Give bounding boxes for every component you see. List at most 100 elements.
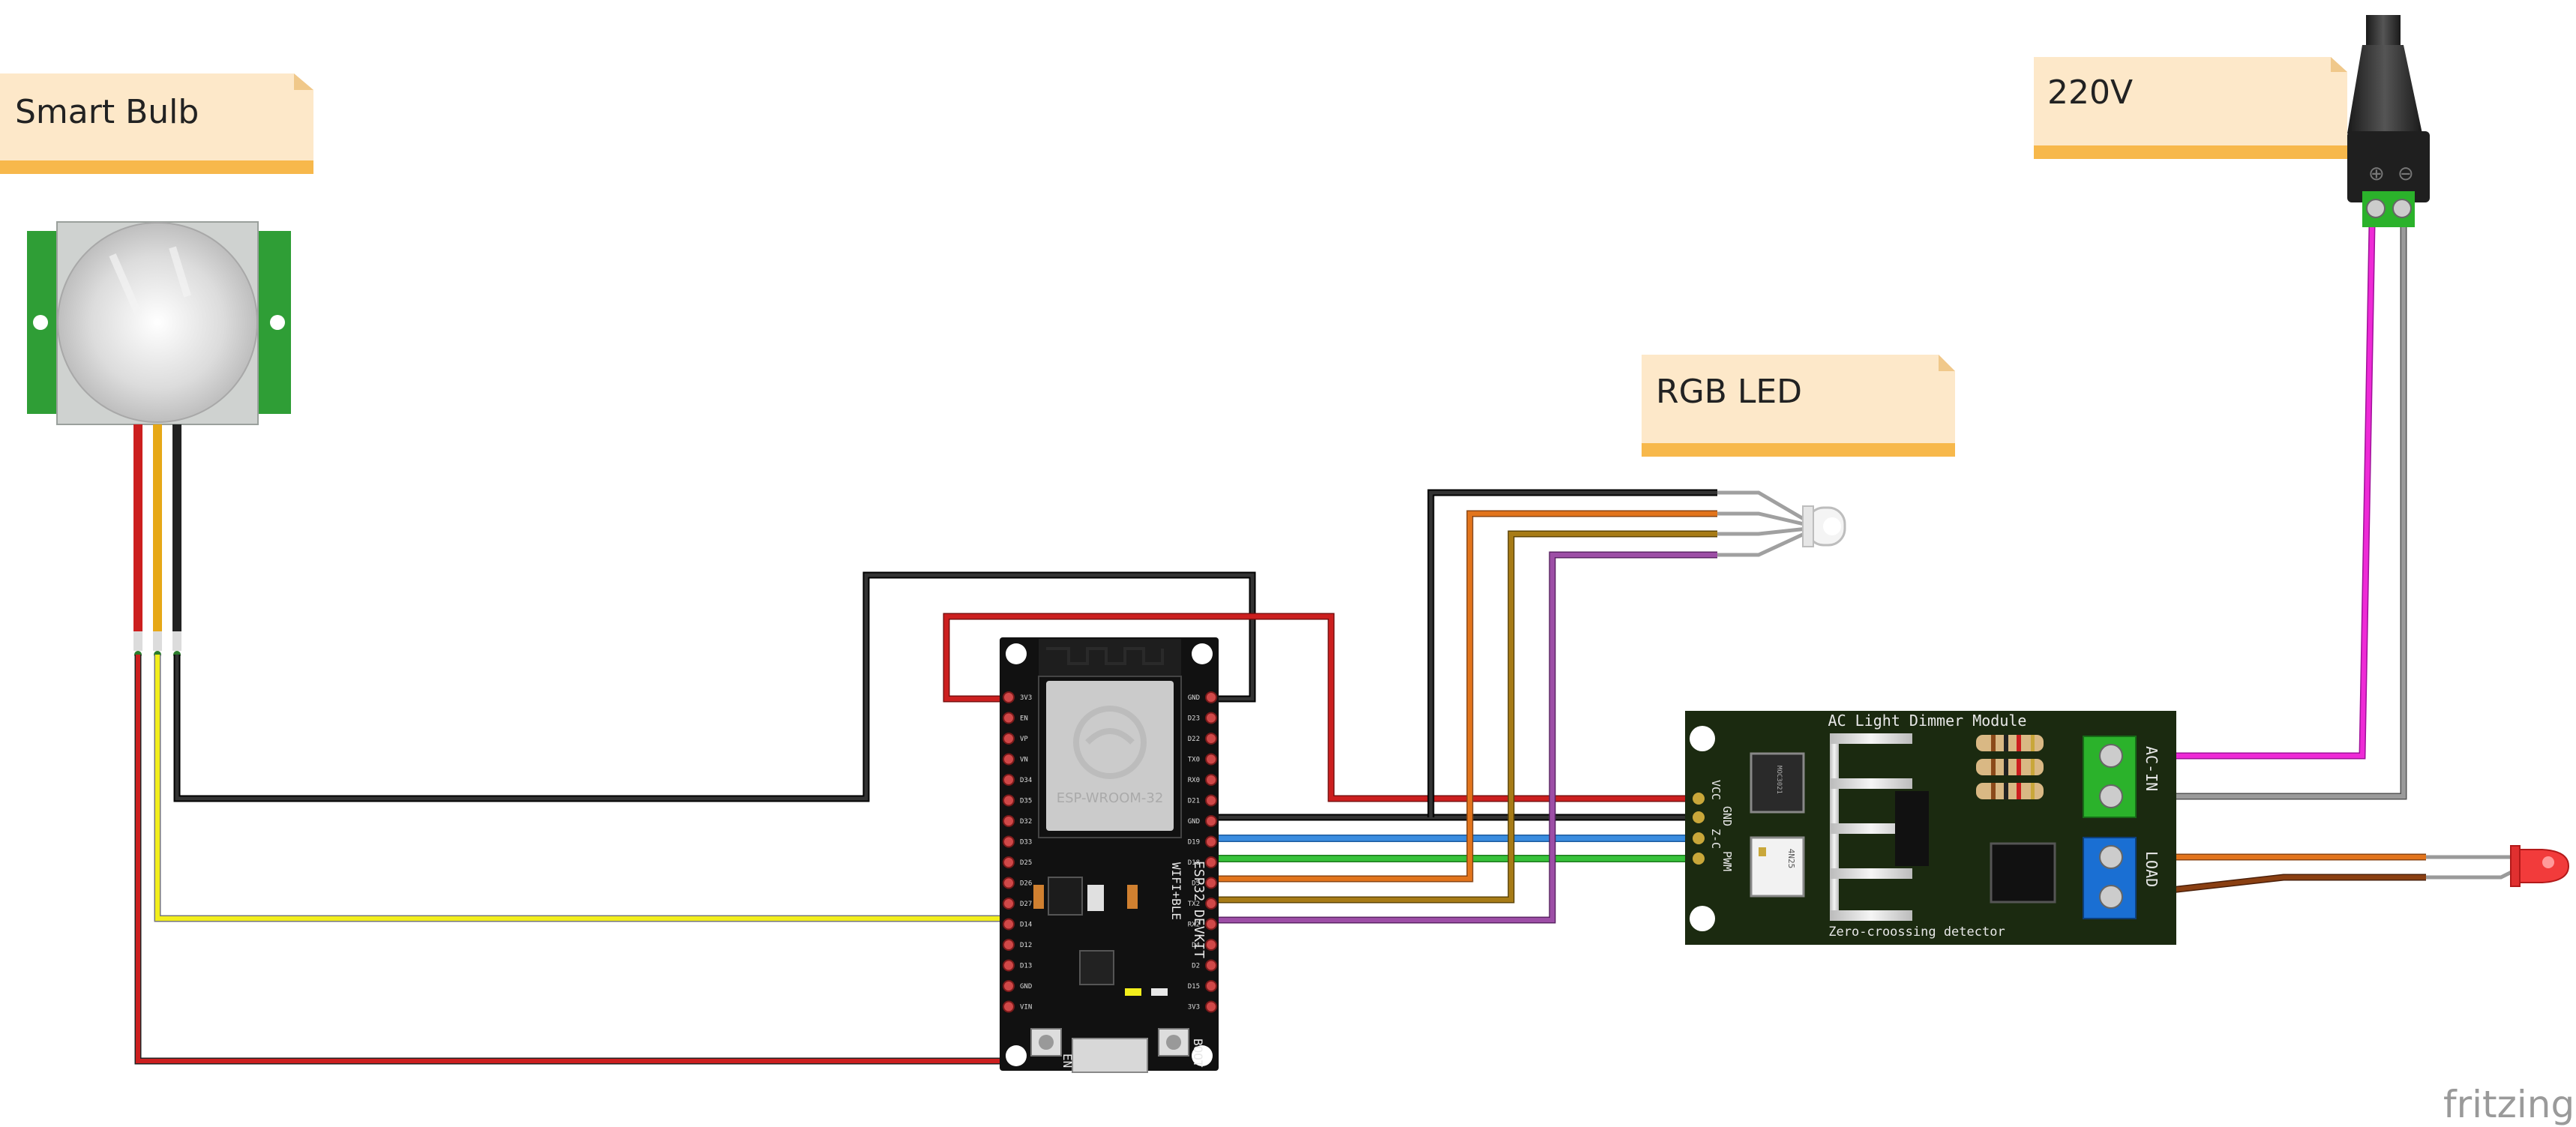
esp-pin-label-right-2: D22 <box>1188 736 1200 743</box>
esp-pin-label-right-3: TX0 <box>1188 757 1200 764</box>
wire-led-blue <box>1211 551 1717 924</box>
esp-pin-label-left-12: D12 <box>1020 942 1032 949</box>
esp-pin-left-8[interactable] <box>1003 856 1015 868</box>
esp-pin-right-9[interactable] <box>1205 877 1217 889</box>
esp-pin-label-right-6: GND <box>1188 818 1200 826</box>
wire-led-red <box>1211 510 1717 883</box>
svg-text:4N25: 4N25 <box>1786 849 1796 869</box>
esp-pin-label-left-1: EN <box>1020 715 1028 723</box>
wire-ac-live <box>2111 224 2376 760</box>
esp-pin-right-15[interactable] <box>1205 1000 1217 1013</box>
wire-ac-neutral <box>2111 225 2407 800</box>
esp-pin-left-10[interactable] <box>1003 898 1015 910</box>
esp-pin-left-11[interactable] <box>1003 918 1015 931</box>
wire-pir-vcc <box>134 655 1009 1065</box>
usb-port-icon <box>1072 1038 1148 1073</box>
esp-pin-left-7[interactable] <box>1003 835 1015 848</box>
esp-pin-left-12[interactable] <box>1003 939 1015 951</box>
boot-button-label: BOOT <box>1191 1039 1205 1068</box>
esp-pin-right-13[interactable] <box>1205 959 1217 972</box>
esp-pin-left-15[interactable] <box>1003 1000 1015 1013</box>
resistors <box>1976 735 2044 799</box>
ac-in-label: AC-IN <box>2143 746 2161 791</box>
esp-pin-right-12[interactable] <box>1205 939 1217 951</box>
pir-lead-vcc <box>133 424 142 631</box>
red-led[interactable] <box>2510 845 2570 887</box>
esp-pin-label-left-2: VP <box>1020 736 1028 743</box>
esp-pin-left-1[interactable] <box>1003 712 1015 724</box>
esp-pin-left-6[interactable] <box>1003 815 1015 827</box>
esp-pin-label-right-5: D21 <box>1188 798 1200 805</box>
esp-wroom-module: ESP-WROOM-32 <box>1038 676 1182 838</box>
esp-pin-right-5[interactable] <box>1205 794 1217 807</box>
esp-pin-label-right-1: D23 <box>1188 715 1200 723</box>
note-rgb-led-text: RGB LED <box>1656 373 1802 411</box>
power-jack[interactable]: ⊕ ⊖ <box>2347 15 2430 227</box>
esp-pin-label-left-13: D13 <box>1020 963 1032 970</box>
wire-led-green <box>1211 530 1717 904</box>
pir-sensor[interactable] <box>27 221 291 658</box>
esp-pin-left-14[interactable] <box>1003 980 1015 992</box>
esp-pin-label-left-4: D34 <box>1020 777 1032 784</box>
esp-pin-label-right-7: D19 <box>1188 839 1200 847</box>
esp-pin-right-0[interactable] <box>1205 691 1217 703</box>
esp-pin-left-5[interactable] <box>1003 794 1015 807</box>
esp-pin-label-left-5: D35 <box>1020 798 1032 805</box>
esp-pin-right-7[interactable] <box>1205 835 1217 848</box>
esp-pin-label-right-8: D18 <box>1188 859 1200 867</box>
dimmer-footer: Zero-croossing detector <box>1828 925 2005 940</box>
esp-pin-left-2[interactable] <box>1003 733 1015 745</box>
esp32-devkit[interactable]: ESP-WROOM-32 ESP32 DEVKIT WIFI+BLE EN BO… <box>1000 637 1219 1073</box>
note-smart-bulb-text: Smart Bulb <box>15 93 199 131</box>
note-smart-bulb[interactable]: Smart Bulb <box>0 73 313 174</box>
esp-pin-label-right-12: D4 <box>1192 942 1200 949</box>
wire-led-common <box>1427 489 1717 817</box>
esp-pin-right-11[interactable] <box>1205 918 1217 931</box>
esp-pin-right-10[interactable] <box>1205 898 1217 910</box>
pir-lead-gnd <box>172 424 181 631</box>
ac-in-terminal[interactable]: AC-IN <box>2083 736 2161 818</box>
esp-pin-label-right-11: RX2 <box>1188 922 1200 929</box>
esp-pin-left-9[interactable] <box>1003 877 1015 889</box>
esp-pin-right-8[interactable] <box>1205 856 1217 868</box>
esp-pin-right-14[interactable] <box>1205 980 1217 992</box>
esp-pin-label-left-3: VN <box>1020 757 1028 764</box>
esp-pin-label-left-8: D25 <box>1020 859 1032 867</box>
esp-pin-left-4[interactable] <box>1003 774 1015 786</box>
esp-pin-label-right-9: D5 <box>1192 880 1200 888</box>
esp-pin-label-left-9: D26 <box>1020 880 1032 888</box>
esp-pin-right-6[interactable] <box>1205 815 1217 827</box>
wire-pir-out <box>154 655 1009 922</box>
optocoupler-2: 4N25 <box>1750 836 1805 898</box>
esp-pin-label-right-14: D15 <box>1188 983 1200 991</box>
dimmer-pin-gnd: GND <box>1720 806 1734 826</box>
ac-dimmer-module[interactable]: AC Light Dimmer Module Zero-croossing de… <box>1685 711 2176 945</box>
esp-pin-right-4[interactable] <box>1205 774 1217 786</box>
esp-pin-label-left-15: VIN <box>1020 1004 1032 1012</box>
svg-text:MOC3021: MOC3021 <box>1775 766 1783 794</box>
dimmer-title: AC Light Dimmer Module <box>1828 712 2027 730</box>
esp-pin-right-3[interactable] <box>1205 753 1217 766</box>
esp-pin-label-right-4: RX0 <box>1188 777 1200 784</box>
esp-pin-right-1[interactable] <box>1205 712 1217 724</box>
esp-pin-label-right-15: 3V3 <box>1188 1004 1200 1012</box>
note-220v[interactable]: 220V <box>2034 57 2347 159</box>
en-button[interactable]: EN <box>1030 1028 1075 1068</box>
rgb-led[interactable] <box>1802 505 1846 547</box>
esp-pin-right-2[interactable] <box>1205 733 1217 745</box>
load-terminal[interactable]: LOAD <box>2083 837 2161 919</box>
module-label: ESP-WROOM-32 <box>1057 790 1164 806</box>
dimmer-pin-pwm: PWM <box>1720 851 1734 871</box>
note-220v-text: 220V <box>2047 73 2133 112</box>
espressif-logo-icon <box>1073 706 1147 779</box>
heatsink <box>1830 733 1929 921</box>
esp-pin-left-0[interactable] <box>1003 691 1015 703</box>
esp-pin-label-right-10: TX2 <box>1188 901 1200 908</box>
pir-dome-icon <box>57 222 258 423</box>
boot-button[interactable]: BOOT <box>1158 1028 1205 1068</box>
esp-pin-left-13[interactable] <box>1003 959 1015 972</box>
esp-pin-left-3[interactable] <box>1003 753 1015 766</box>
note-rgb-led[interactable]: RGB LED <box>1642 355 1955 457</box>
board-label: ESP32 DEVKIT <box>1191 861 1207 958</box>
